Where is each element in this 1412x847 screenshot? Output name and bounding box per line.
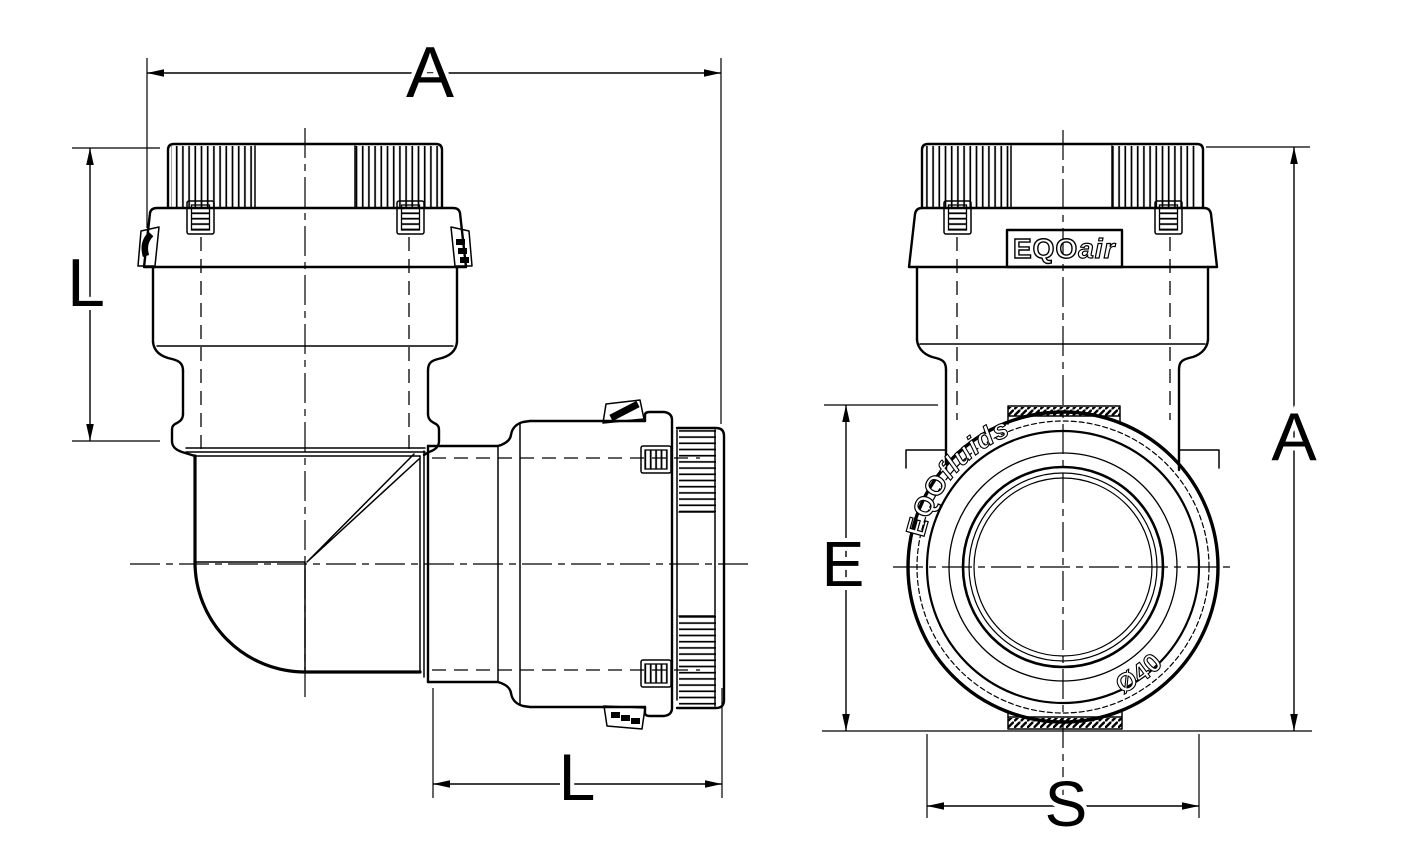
dim-label-a-top: A [406,33,454,113]
cap-tab-outlet-top [602,399,645,424]
cap-tab-right [450,226,473,267]
dimension-e: E [818,404,938,731]
latch-clip [640,445,672,474]
dimension-a-top: A [146,29,722,424]
elbow-body [193,444,430,684]
cap-top-right: EQOair [907,200,1219,269]
knurled-nut-top-right [920,142,1205,210]
dim-label-e: E [822,528,865,600]
cap-tab-left [137,226,160,267]
cap-top [137,200,473,269]
latch-clip [943,200,972,235]
svg-text:EQOair: EQOair [1013,233,1117,264]
dimension-s: S [926,734,1200,844]
ring-brand-fluids-text: fluids [931,413,1014,485]
brand-eqo-text: EQO [1013,233,1078,264]
latch-clip [396,200,425,235]
dim-label-a-right: A [1271,399,1317,475]
cap-tab-outlet-bottom [603,705,646,730]
socket-body-top [151,266,459,458]
left-view: A L L [63,29,752,818]
svg-text:EQOfluids: EQOfluids [901,413,1014,540]
latch-clip [1154,200,1183,235]
knurled-nut-outlet [675,426,726,710]
dim-label-l-bottom: L [559,740,596,814]
right-view: EQOair [818,130,1321,844]
knurled-nut-top [166,142,444,210]
dim-label-s: S [1045,768,1088,840]
outlet-socket [426,399,726,730]
dim-label-l-left: L [67,245,105,321]
latch-clip [640,659,672,688]
left-view-centerlines [130,128,752,700]
dimension-l-bottom: L [432,688,723,818]
ring-tab-bottom [1007,710,1123,730]
brand-plate: EQOair [1005,228,1124,269]
latch-clip [186,200,215,235]
dimension-l-left: L [63,147,160,442]
brand-air-text: air [1078,233,1116,264]
dimension-a-right: A [822,146,1321,732]
ring-tab-top [1007,405,1121,425]
socket-body-top-right [905,265,1220,472]
